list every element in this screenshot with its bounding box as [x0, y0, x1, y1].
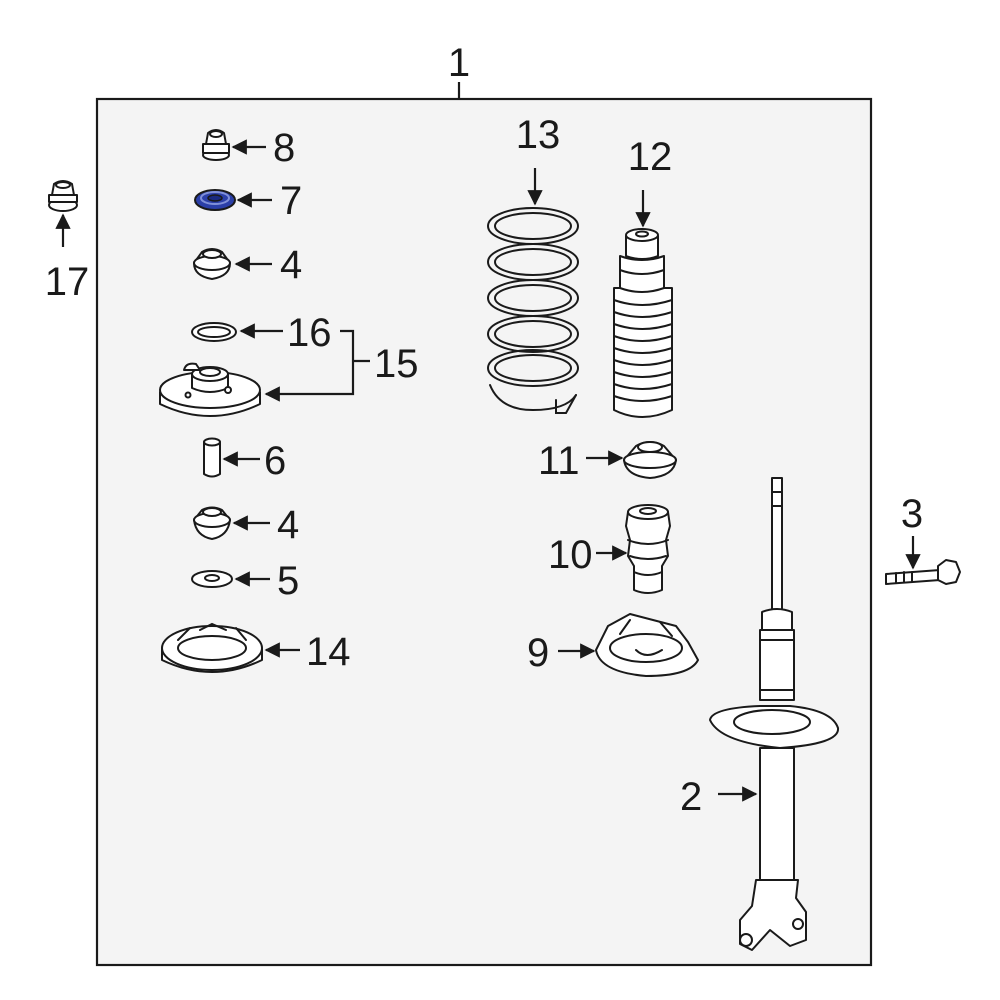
- callout-2[interactable]: 2: [680, 775, 702, 819]
- part-15-upper-mount[interactable]: [159, 362, 261, 417]
- part-11-bump-cap[interactable]: [623, 441, 677, 479]
- leader-15-bracket: [264, 329, 355, 402]
- part-17-nut[interactable]: [48, 180, 78, 212]
- part-14-spring-seat[interactable]: [161, 622, 263, 673]
- part-4-lower-bushing[interactable]: [193, 506, 231, 540]
- part-2-strut[interactable]: [709, 477, 839, 951]
- part-10-bump-stop[interactable]: [625, 504, 671, 594]
- part-5-washer[interactable]: [191, 570, 233, 588]
- part-6-collar[interactable]: [203, 437, 221, 478]
- callout-1[interactable]: 1: [448, 41, 470, 85]
- part-4-upper-bushing[interactable]: [193, 248, 231, 280]
- callout-17[interactable]: 17: [45, 260, 90, 304]
- callout-11[interactable]: 11: [538, 439, 580, 483]
- callout-13[interactable]: 13: [516, 113, 561, 157]
- callout-4-upper[interactable]: 4: [280, 243, 302, 287]
- part-7-washer[interactable]: [194, 189, 236, 211]
- callout-14[interactable]: 14: [306, 630, 351, 674]
- callout-3[interactable]: 3: [901, 492, 923, 536]
- callout-10[interactable]: 10: [548, 533, 593, 577]
- callout-4-lower[interactable]: 4: [277, 503, 299, 547]
- part-8-nut[interactable]: [202, 129, 230, 161]
- part-3-bolt[interactable]: [885, 559, 961, 585]
- callout-5[interactable]: 5: [277, 559, 299, 603]
- callout-8[interactable]: 8: [273, 126, 295, 170]
- part-9-upper-seat[interactable]: [595, 613, 699, 677]
- part-12-dust-boot[interactable]: [613, 228, 673, 418]
- callout-7[interactable]: 7: [280, 179, 302, 223]
- part-16-ring[interactable]: [191, 322, 237, 342]
- callout-6[interactable]: 6: [264, 439, 286, 483]
- callout-12[interactable]: 12: [628, 135, 673, 179]
- callout-16[interactable]: 16: [287, 311, 332, 355]
- callout-15[interactable]: 15: [374, 342, 419, 386]
- callout-9[interactable]: 9: [527, 631, 549, 675]
- part-13-coil-spring[interactable]: [487, 207, 579, 414]
